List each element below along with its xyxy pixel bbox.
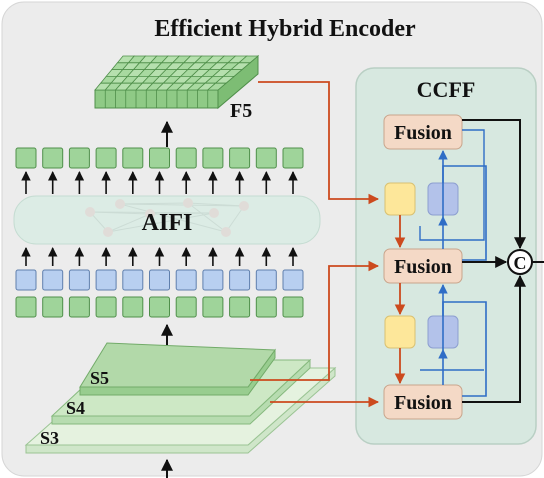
diagram-title: Efficient Hybrid Encoder: [154, 16, 416, 42]
decoration-edge: [149, 212, 215, 215]
arrow-fusion-bottom-to-concat: [462, 274, 526, 403]
input-token-green-10: [255, 296, 277, 318]
fusion-top: Fusion: [383, 114, 463, 150]
output-token-11: [282, 147, 304, 169]
fusion-middle-label: Fusion: [394, 256, 452, 278]
input-token-green-2: [42, 296, 64, 318]
arrow-fusion-top-to-concat: [462, 119, 526, 250]
input-token-blue-1: [15, 269, 37, 291]
input-token-blue-4: [95, 269, 117, 291]
s5-plate: [79, 342, 276, 388]
fusion-top-label: Fusion: [394, 122, 452, 144]
input-token-green-5: [122, 296, 144, 318]
fusion-bottom-label: Fusion: [394, 392, 452, 414]
fusion-bottom: Fusion: [383, 384, 463, 420]
decoration-node: [145, 209, 155, 219]
decoration-edge: [187, 202, 227, 233]
input-token-green-3: [68, 296, 90, 318]
output-token-1: [15, 147, 37, 169]
output-token-3: [68, 147, 90, 169]
decoration-node: [239, 201, 249, 211]
output-token-10: [255, 147, 277, 169]
arrow-f5-to-ccff: [258, 81, 380, 205]
input-token-blue-8: [202, 269, 224, 291]
input-token-blue-11: [282, 269, 304, 291]
ccff-label: CCFF: [417, 77, 476, 102]
aifi-label: AIFI: [142, 210, 193, 236]
input-token-blue-10: [255, 269, 277, 291]
attention-graph-decoration: [85, 198, 249, 237]
input-token-arrows: [21, 247, 298, 266]
output-token-7: [175, 147, 197, 169]
backbone-scales: S5 S4 S3: [24, 342, 337, 454]
arrow-s5-to-fusion-mid: [250, 260, 380, 381]
f5-cell: [206, 82, 228, 91]
output-token-9: [229, 147, 251, 169]
input-token-row-blue: [15, 269, 304, 291]
s3-label: S3: [40, 428, 59, 448]
decoration-edge: [225, 205, 245, 233]
decoration-node: [85, 207, 95, 217]
decoration-edge: [89, 211, 109, 233]
input-token-green-4: [95, 296, 117, 318]
f5-feature-grid: [94, 54, 260, 110]
blue-skip-arrow-top: [419, 129, 485, 241]
output-token-4: [95, 147, 117, 169]
decoration-edge: [119, 202, 189, 205]
input-token-green-6: [149, 296, 170, 318]
aifi-block: AIFI: [13, 195, 321, 245]
input-token-blue-6: [149, 269, 170, 291]
input-token-blue-2: [42, 269, 64, 291]
decoration-edge: [119, 203, 227, 233]
decoration-node: [183, 198, 193, 208]
fusion-middle: Fusion: [383, 248, 463, 284]
decoration-node: [115, 199, 125, 209]
input-token-green-9: [229, 296, 251, 318]
output-token-arrows: [21, 171, 298, 194]
output-token-8: [202, 147, 224, 169]
input-token-row-green: [15, 296, 304, 318]
decoration-node: [209, 208, 219, 218]
concat-symbol: C: [514, 253, 527, 273]
decoration-edge: [89, 211, 215, 214]
output-token-6: [149, 147, 170, 169]
input-token-blue-7: [175, 269, 197, 291]
output-token-5: [122, 147, 144, 169]
conv-block-yellow-top: [384, 182, 416, 216]
output-token-2: [42, 147, 64, 169]
input-token-blue-3: [68, 269, 90, 291]
conv-block-yellow-bottom: [384, 315, 416, 349]
f5-label: F5: [230, 100, 252, 122]
ccff-internals: Fusion Fusion Fusion C: [383, 114, 544, 420]
input-token-blue-9: [229, 269, 251, 291]
decoration-edge: [119, 203, 245, 207]
s4-label: S4: [66, 398, 85, 418]
decoration-edge: [89, 211, 151, 215]
input-token-green-8: [202, 296, 224, 318]
decoration-edge: [107, 213, 151, 233]
decoration-edge: [187, 202, 245, 207]
input-token-blue-5: [122, 269, 144, 291]
output-token-row: [15, 147, 304, 169]
decoration-node: [103, 227, 113, 237]
blue-arrow-fusion-bottom-to-blue-bottom: [442, 301, 487, 397]
input-token-green-1: [15, 296, 37, 318]
decoration-edge: [107, 212, 215, 233]
s5-label: S5: [90, 368, 109, 388]
input-token-green-11: [282, 296, 304, 318]
input-token-green-7: [175, 296, 197, 318]
decoration-node: [221, 227, 231, 237]
